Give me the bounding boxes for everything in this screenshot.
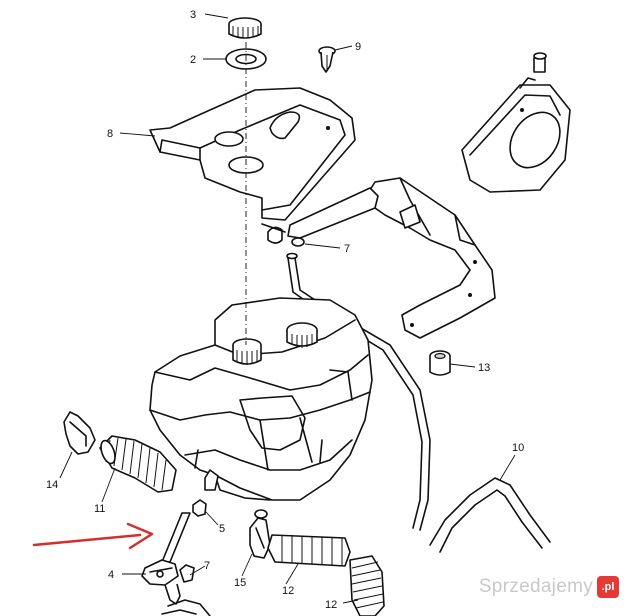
lower-hose-fragment xyxy=(167,599,211,616)
callout-3: 3 xyxy=(190,9,196,21)
corrugated-hose-12-lower-part xyxy=(349,555,385,616)
leader-lines xyxy=(59,13,516,604)
fuel-petcock-part xyxy=(141,512,191,605)
drain-hose-part xyxy=(429,477,551,553)
clip-part xyxy=(318,46,336,73)
callout-14: 14 xyxy=(46,479,58,491)
callout-4: 4 xyxy=(108,569,114,581)
lower-bracket-part xyxy=(261,177,496,339)
callout-13: 13 xyxy=(478,362,490,374)
callout-5: 5 xyxy=(219,523,225,535)
callout-15: 15 xyxy=(234,577,246,589)
corrugated-hose-part xyxy=(99,435,177,493)
callout-7-lower: 7 xyxy=(204,560,210,572)
tank-cover-part xyxy=(149,87,356,221)
callout-12-upper: 12 xyxy=(282,585,294,597)
red-pointer-arrow xyxy=(32,522,154,550)
callout-12-lower: 12 xyxy=(325,599,337,611)
upper-mount-bracket-part xyxy=(461,52,571,193)
watermark-badge: .pl xyxy=(597,576,619,598)
small-clip-upper-part xyxy=(291,237,305,247)
small-clip-lower-part xyxy=(179,564,195,583)
callout-7-upper: 7 xyxy=(344,243,350,255)
watermark-text: Sprzedajemy xyxy=(478,576,593,597)
fuel-cap-part xyxy=(228,17,262,39)
watermark: Sprzedajemy .pl xyxy=(479,576,619,598)
breather-hose-part xyxy=(286,252,431,531)
callout-labels: 3 2 9 8 7 13 10 14 11 5 4 7 15 12 12 xyxy=(46,9,524,611)
small-fitting-part xyxy=(192,499,207,517)
callout-11: 11 xyxy=(94,503,105,515)
corrugated-hose-12-upper-part xyxy=(267,534,351,567)
callout-10: 10 xyxy=(512,442,524,454)
callout-9: 9 xyxy=(355,41,361,53)
hose-clamp-15-part xyxy=(249,509,271,559)
hose-clamp-part xyxy=(63,411,96,455)
fuel-tank-part xyxy=(149,297,373,501)
grommet-part xyxy=(429,350,451,376)
callout-8: 8 xyxy=(107,128,113,140)
callout-2: 2 xyxy=(190,54,196,66)
